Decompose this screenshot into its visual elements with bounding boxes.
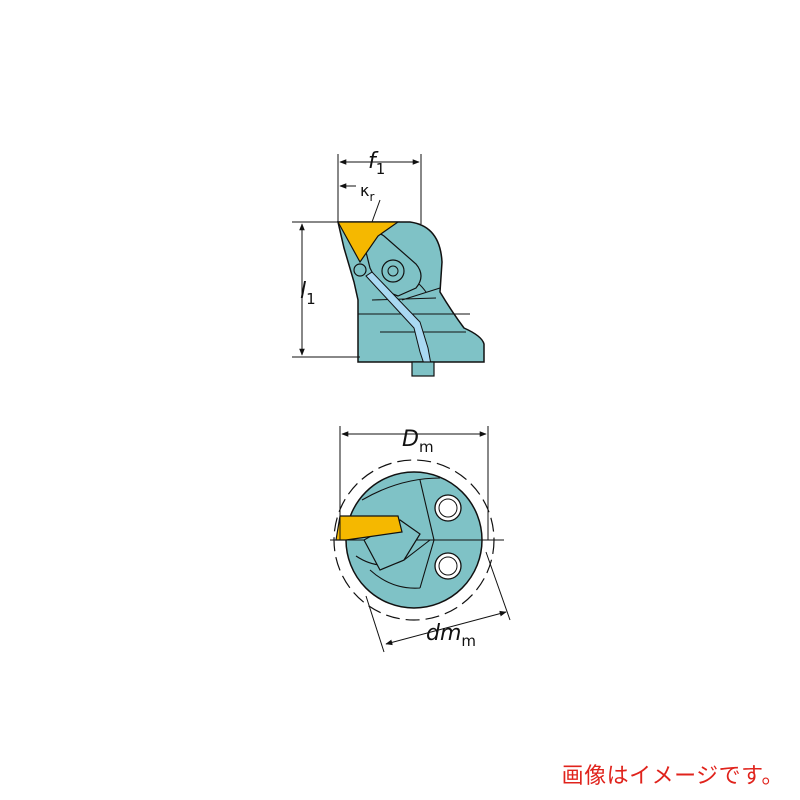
side-view: f1 κr l1	[292, 149, 485, 377]
body-top-detail	[355, 477, 441, 589]
clamp-screw	[381, 259, 405, 283]
kr-leader	[371, 199, 381, 223]
pin	[353, 263, 367, 277]
top-view: Dm dmm	[330, 426, 511, 653]
dmm-label: dmm	[426, 621, 476, 650]
insert-top	[335, 515, 403, 541]
kr-label: κr	[360, 181, 374, 204]
l1-label: l1	[300, 279, 316, 308]
dmm-dim-line	[385, 610, 507, 646]
dm-label: Dm	[402, 427, 434, 456]
f1-label: f1	[368, 149, 385, 178]
image-caption: 画像はイメージです。	[561, 764, 784, 789]
coupling-stub	[411, 361, 435, 377]
dmm-ext-right	[485, 551, 511, 621]
dmm-ext-left	[365, 595, 385, 653]
insert-side	[336, 221, 400, 264]
